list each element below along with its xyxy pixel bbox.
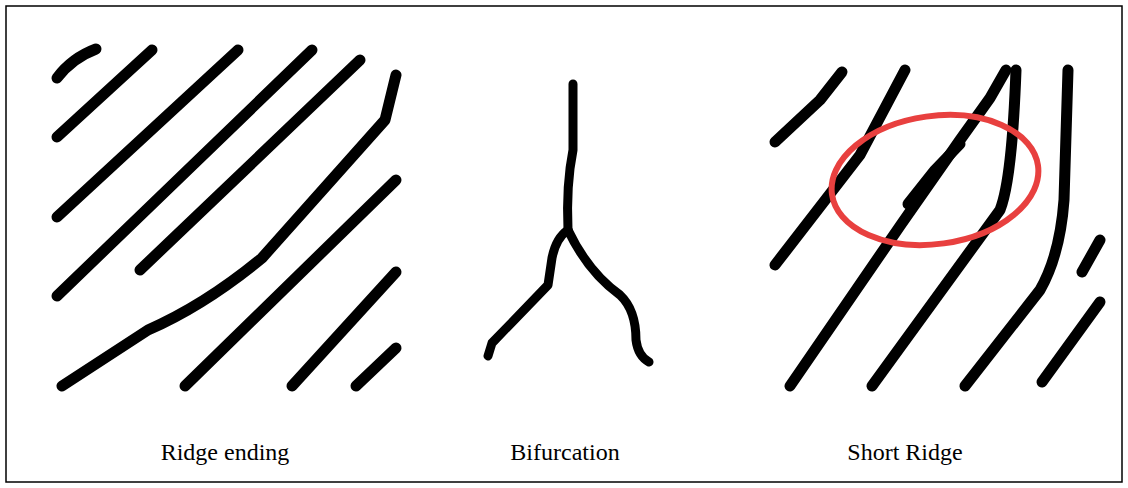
- panel-caption-wrap: Ridge ending: [161, 438, 290, 467]
- bifurcation-symbol: [488, 84, 649, 362]
- highlight-ellipse: [823, 102, 1047, 258]
- short-ridge-panel: [775, 70, 1100, 386]
- panel-caption: Bifurcation: [510, 438, 619, 467]
- ridge-ending-panel: [57, 49, 396, 386]
- figure-border: [6, 6, 1122, 482]
- panel-caption-wrap: Bifurcation: [510, 438, 619, 467]
- panel-caption: Ridge ending: [161, 438, 290, 467]
- panel-caption: Short Ridge: [847, 438, 962, 467]
- panel-caption-wrap: Short Ridge: [847, 438, 962, 467]
